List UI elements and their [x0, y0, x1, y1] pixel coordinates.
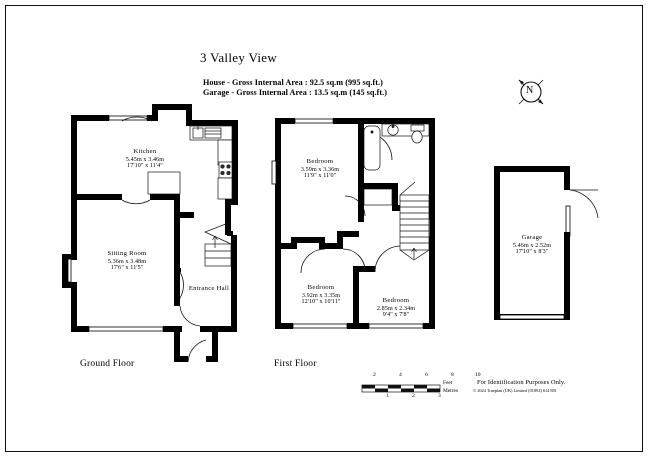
bedroom2-metric: 3.92m x 3.35m [301, 292, 341, 299]
scale-feet-tick-4: 8 [451, 372, 454, 378]
bedroom1-imperial: 11'9" x 11'0" [303, 173, 337, 179]
room-label-sitting-room: Sitting Room 5.36m x 3.48m 17'6" x 11'5" [82, 250, 172, 271]
ground-floor-caption: Ground Floor [80, 359, 135, 369]
ground-floor-plan [62, 104, 238, 363]
kitchen-name: Kitchen [133, 148, 157, 155]
ground-floor-doors [121, 116, 207, 363]
garage-plan [494, 166, 599, 320]
first-floor-cupboard [363, 188, 393, 206]
ground-floor-piers [176, 231, 233, 272]
room-label-entrance-hall: Entrance Hall [183, 285, 235, 292]
scale-metre-tick-1: 1 [386, 393, 389, 399]
room-label-garage: Garage 5.46m x 2.52m 17'10" x 8'3" [496, 234, 568, 255]
identification-notice: For Identification Purposes Only. [477, 379, 566, 386]
hob-icon [218, 161, 233, 179]
garage-door [569, 189, 599, 219]
bathroom-fixtures [363, 123, 430, 171]
page-title: 3 Valley View [200, 50, 278, 65]
house-area-text: House - Gross Internal Area : 92.5 sq.m … [203, 78, 383, 87]
ground-floor-staircase [204, 221, 232, 267]
garage-windows [499, 205, 571, 320]
room-label-bedroom-2: Bedroom 3.92m x 3.35m 12'10" x 10'11" [281, 284, 361, 305]
basin-icon [387, 124, 399, 136]
garage-area-text: Garage - Gross Internal Area : 13.5 sq.m… [203, 88, 388, 97]
kitchen-fixtures [189, 125, 233, 200]
copyright-notice: © 2024 Trueplan (UK) Limited (01892) 614… [473, 388, 557, 393]
first-floor-staircase [399, 181, 430, 261]
sitting-room-imperial: 17'6" x 11'5" [110, 265, 144, 271]
bedroom3-metric: 2.85m x 2.34m [376, 305, 416, 312]
compass-north-letter: N [526, 85, 534, 96]
scale-feet-tick-3: 6 [425, 372, 428, 378]
bedroom3-imperial: 9'4" x 7'8" [382, 312, 410, 318]
bathtub-icon [363, 125, 381, 171]
bedroom2-name: Bedroom [307, 284, 335, 291]
sitting-room-name: Sitting Room [107, 250, 147, 257]
scale-feet-tick-1: 2 [373, 372, 376, 378]
scale-unit-feet-label: Feet [443, 380, 453, 386]
scale-metre-tick-3: 3 [438, 393, 441, 399]
bedroom1-name: Bedroom [306, 158, 334, 165]
wc-cistern-icon [410, 124, 425, 132]
entrance-hall-name: Entrance Hall [188, 285, 230, 292]
ground-understairs [147, 171, 181, 195]
room-label-kitchen: Kitchen 5.45m x 3.46m 17'10" x 11'4" [104, 148, 186, 169]
room-label-bedroom-3: Bedroom 2.85m x 2.34m 9'4" x 7'8" [360, 297, 432, 318]
garage-metric: 5.46m x 2.52m [512, 242, 552, 249]
kitchen-metric: 5.45m x 3.46m [125, 156, 165, 163]
sitting-room-metric: 5.36m x 3.48m [107, 258, 147, 265]
scale-feet-tick-5: 10 [475, 372, 481, 378]
first-floor-plan [271, 118, 435, 329]
garage-piers [494, 232, 570, 249]
wc-pan-icon [411, 130, 423, 144]
ground-floor-walls [62, 104, 238, 362]
scale-metre-tick-2: 2 [412, 393, 415, 399]
kitchen-imperial: 17'10" x 11'4" [127, 163, 163, 169]
room-label-bedroom-1: Bedroom 3.59m x 3.36m 11'9" x 11'0" [283, 158, 357, 179]
bedroom3-name: Bedroom [382, 297, 410, 304]
garage-name: Garage [521, 234, 543, 241]
scale-bar-graphic [361, 384, 441, 393]
scale-feet-tick-2: 4 [399, 372, 402, 378]
bedroom2-imperial: 12'10" x 10'11" [301, 299, 341, 305]
scale-unit-metres-label: Metres [443, 388, 458, 394]
first-floor-walls [275, 118, 435, 329]
garage-imperial: 17'10" x 8'3" [515, 249, 549, 255]
page-border [5, 5, 643, 452]
bedroom1-metric: 3.59m x 3.36m [300, 166, 340, 173]
first-floor-caption: First Floor [274, 359, 317, 369]
